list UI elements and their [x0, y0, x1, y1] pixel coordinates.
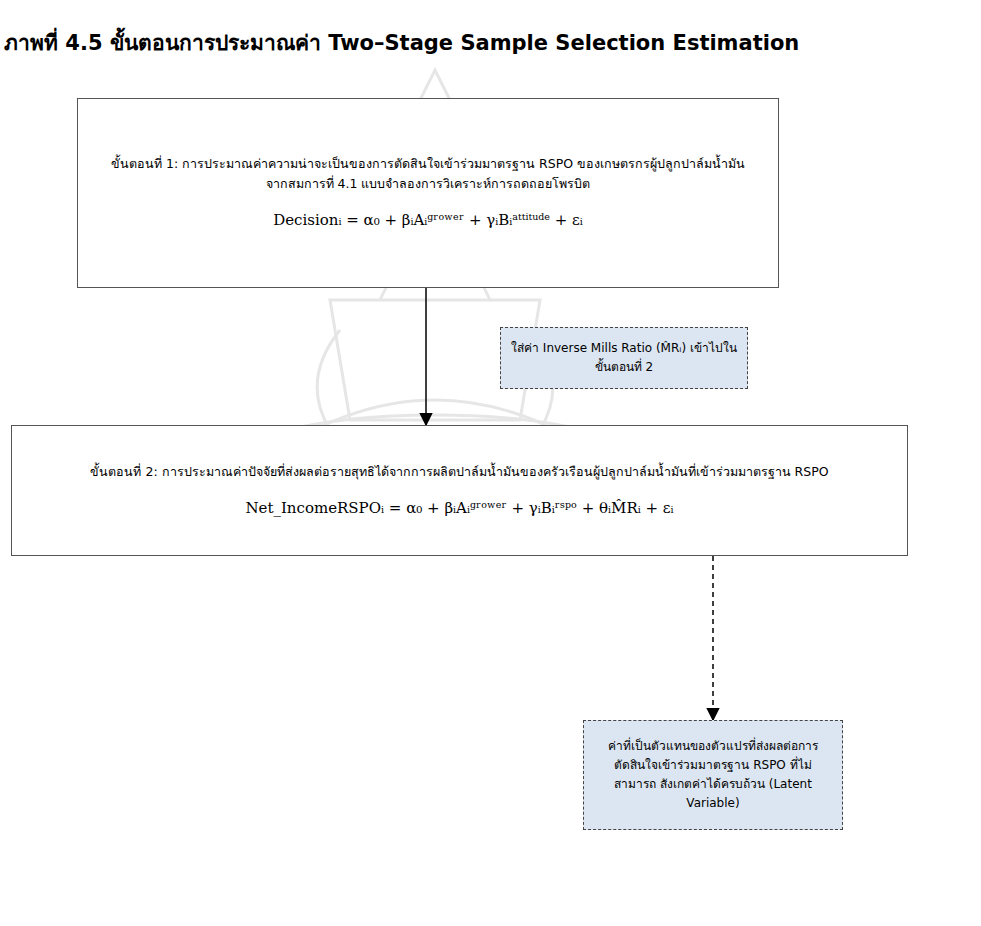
- equation: Net_IncomeRSPOᵢ = α₀ + βᵢAᵢᵍʳᵒʷᵉʳ + γᵢBᵢ…: [245, 496, 673, 520]
- note-box: ใส่ค่า Inverse Mills Ratio (M̂Rᵢ) เข้าไป…: [500, 327, 748, 389]
- step-text: ขั้นตอนที่ 2: การประมาณค่าปัจจัยที่ส่งผล…: [90, 462, 828, 482]
- figure-title: ภาพที่ 4.5 ขั้นตอนการประมาณค่า Two–Stage…: [4, 26, 799, 59]
- equation: Decisionᵢ = α₀ + βᵢAᵢᵍʳᵒʷᵉʳ + γᵢBᵢᵃᵗᵗⁱᵗᵘ…: [273, 208, 583, 232]
- connector-arrow: [712, 556, 714, 720]
- step-text: ค่าที่เป็นตัวแทนของตัวแปรที่ส่งผลต่อการ …: [596, 737, 830, 814]
- note-box: ค่าที่เป็นตัวแทนของตัวแปรที่ส่งผลต่อการ …: [583, 720, 843, 830]
- process-box: ขั้นตอนที่ 1: การประมาณค่าความน่าจะเป็นข…: [77, 98, 779, 288]
- step-text: ใส่ค่า Inverse Mills Ratio (M̂Rᵢ) เข้าไป…: [511, 339, 737, 377]
- process-box: ขั้นตอนที่ 2: การประมาณค่าปัจจัยที่ส่งผล…: [11, 425, 908, 556]
- step-text: ขั้นตอนที่ 1: การประมาณค่าความน่าจะเป็นข…: [106, 154, 750, 194]
- connector-arrow: [425, 288, 427, 425]
